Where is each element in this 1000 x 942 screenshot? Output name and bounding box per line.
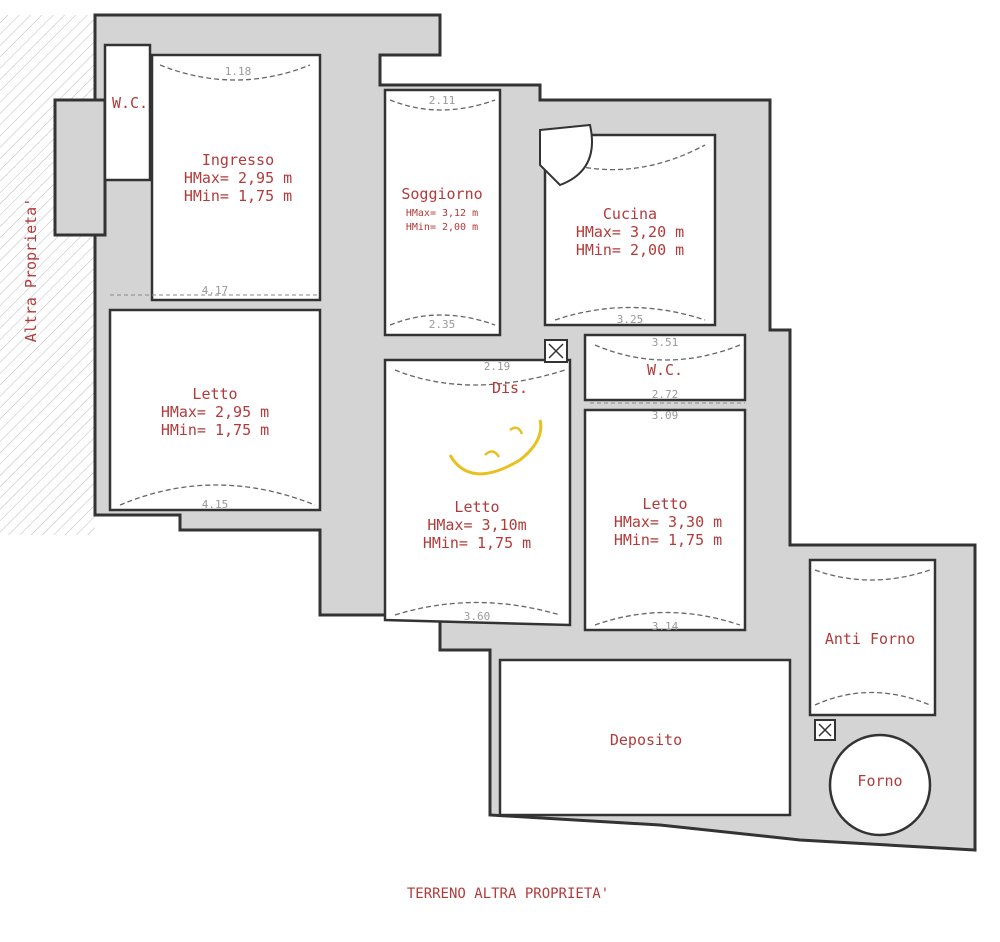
room-label: Ingresso	[202, 151, 274, 169]
dimension-label: 2.72	[652, 388, 679, 401]
room-wc-right	[583, 333, 747, 402]
dimension-label: 2.35	[429, 318, 456, 331]
room-forno	[828, 733, 932, 837]
room-height-max: HMax= 3,10m	[427, 516, 526, 534]
room-label: Letto	[642, 495, 687, 513]
room-height-min: HMin= 2,00 m	[406, 222, 478, 233]
room-letto-middle	[383, 358, 572, 627]
dimension-label: 3.09	[652, 409, 679, 422]
room-height-min: HMin= 2,00 m	[576, 241, 684, 259]
dimension-label: 4.15	[202, 498, 229, 511]
room-label: W.C.	[647, 361, 683, 379]
room-height-max: HMax= 3,30 m	[614, 513, 722, 531]
dimension-label: 3.60	[464, 610, 491, 623]
dimension-label: 3.51	[652, 336, 679, 349]
room-height-max: HMax= 3,20 m	[576, 223, 684, 241]
neighbor-property-area	[0, 15, 95, 535]
spiral-stair-icon	[539, 123, 593, 187]
room-height-max: HMax= 3,12 m	[406, 208, 478, 219]
room-height-min: HMin= 1,75 m	[423, 534, 531, 552]
room-height-min: HMin= 1,75 m	[614, 531, 722, 549]
room-label: Soggiorno	[401, 185, 482, 203]
room-anti-forno	[808, 558, 937, 717]
room-deposito	[498, 658, 792, 817]
room-height-max: HMax= 2,95 m	[161, 403, 269, 421]
room-label: Forno	[857, 772, 902, 790]
dimension-label: 3.25	[617, 313, 644, 326]
dimension-label: 3.14	[652, 620, 679, 633]
room-height-min: HMin= 1,75 m	[161, 421, 269, 439]
room-soggiorno	[383, 88, 502, 337]
room-letto-right	[583, 408, 747, 632]
room-label: Dis.	[492, 379, 528, 397]
dimension-label: 2.19	[484, 360, 511, 373]
room-label: Letto	[192, 385, 237, 403]
dimension-label: 4.17	[202, 284, 229, 297]
west-wall-annex	[53, 98, 107, 237]
room-letto-left	[108, 308, 322, 512]
room-height-min: HMin= 1,75 m	[184, 187, 292, 205]
room-label: Letto	[454, 498, 499, 516]
dimension-label: 1.18	[225, 65, 252, 78]
room-label: Deposito	[610, 731, 682, 749]
room-ingresso	[150, 53, 322, 302]
dimension-label: 2.11	[429, 94, 456, 107]
room-wc-left	[103, 43, 152, 182]
neighbor-label: Altra Proprieta'	[22, 198, 40, 343]
annotation-scribble-icon	[448, 419, 543, 476]
room-label: Anti Forno	[825, 630, 915, 648]
room-label: W.C.	[112, 94, 148, 112]
bottom-label: TERRENO ALTRA PROPRIETA'	[407, 886, 609, 902]
room-label: Cucina	[603, 205, 657, 223]
room-height-max: HMax= 2,95 m	[184, 169, 292, 187]
